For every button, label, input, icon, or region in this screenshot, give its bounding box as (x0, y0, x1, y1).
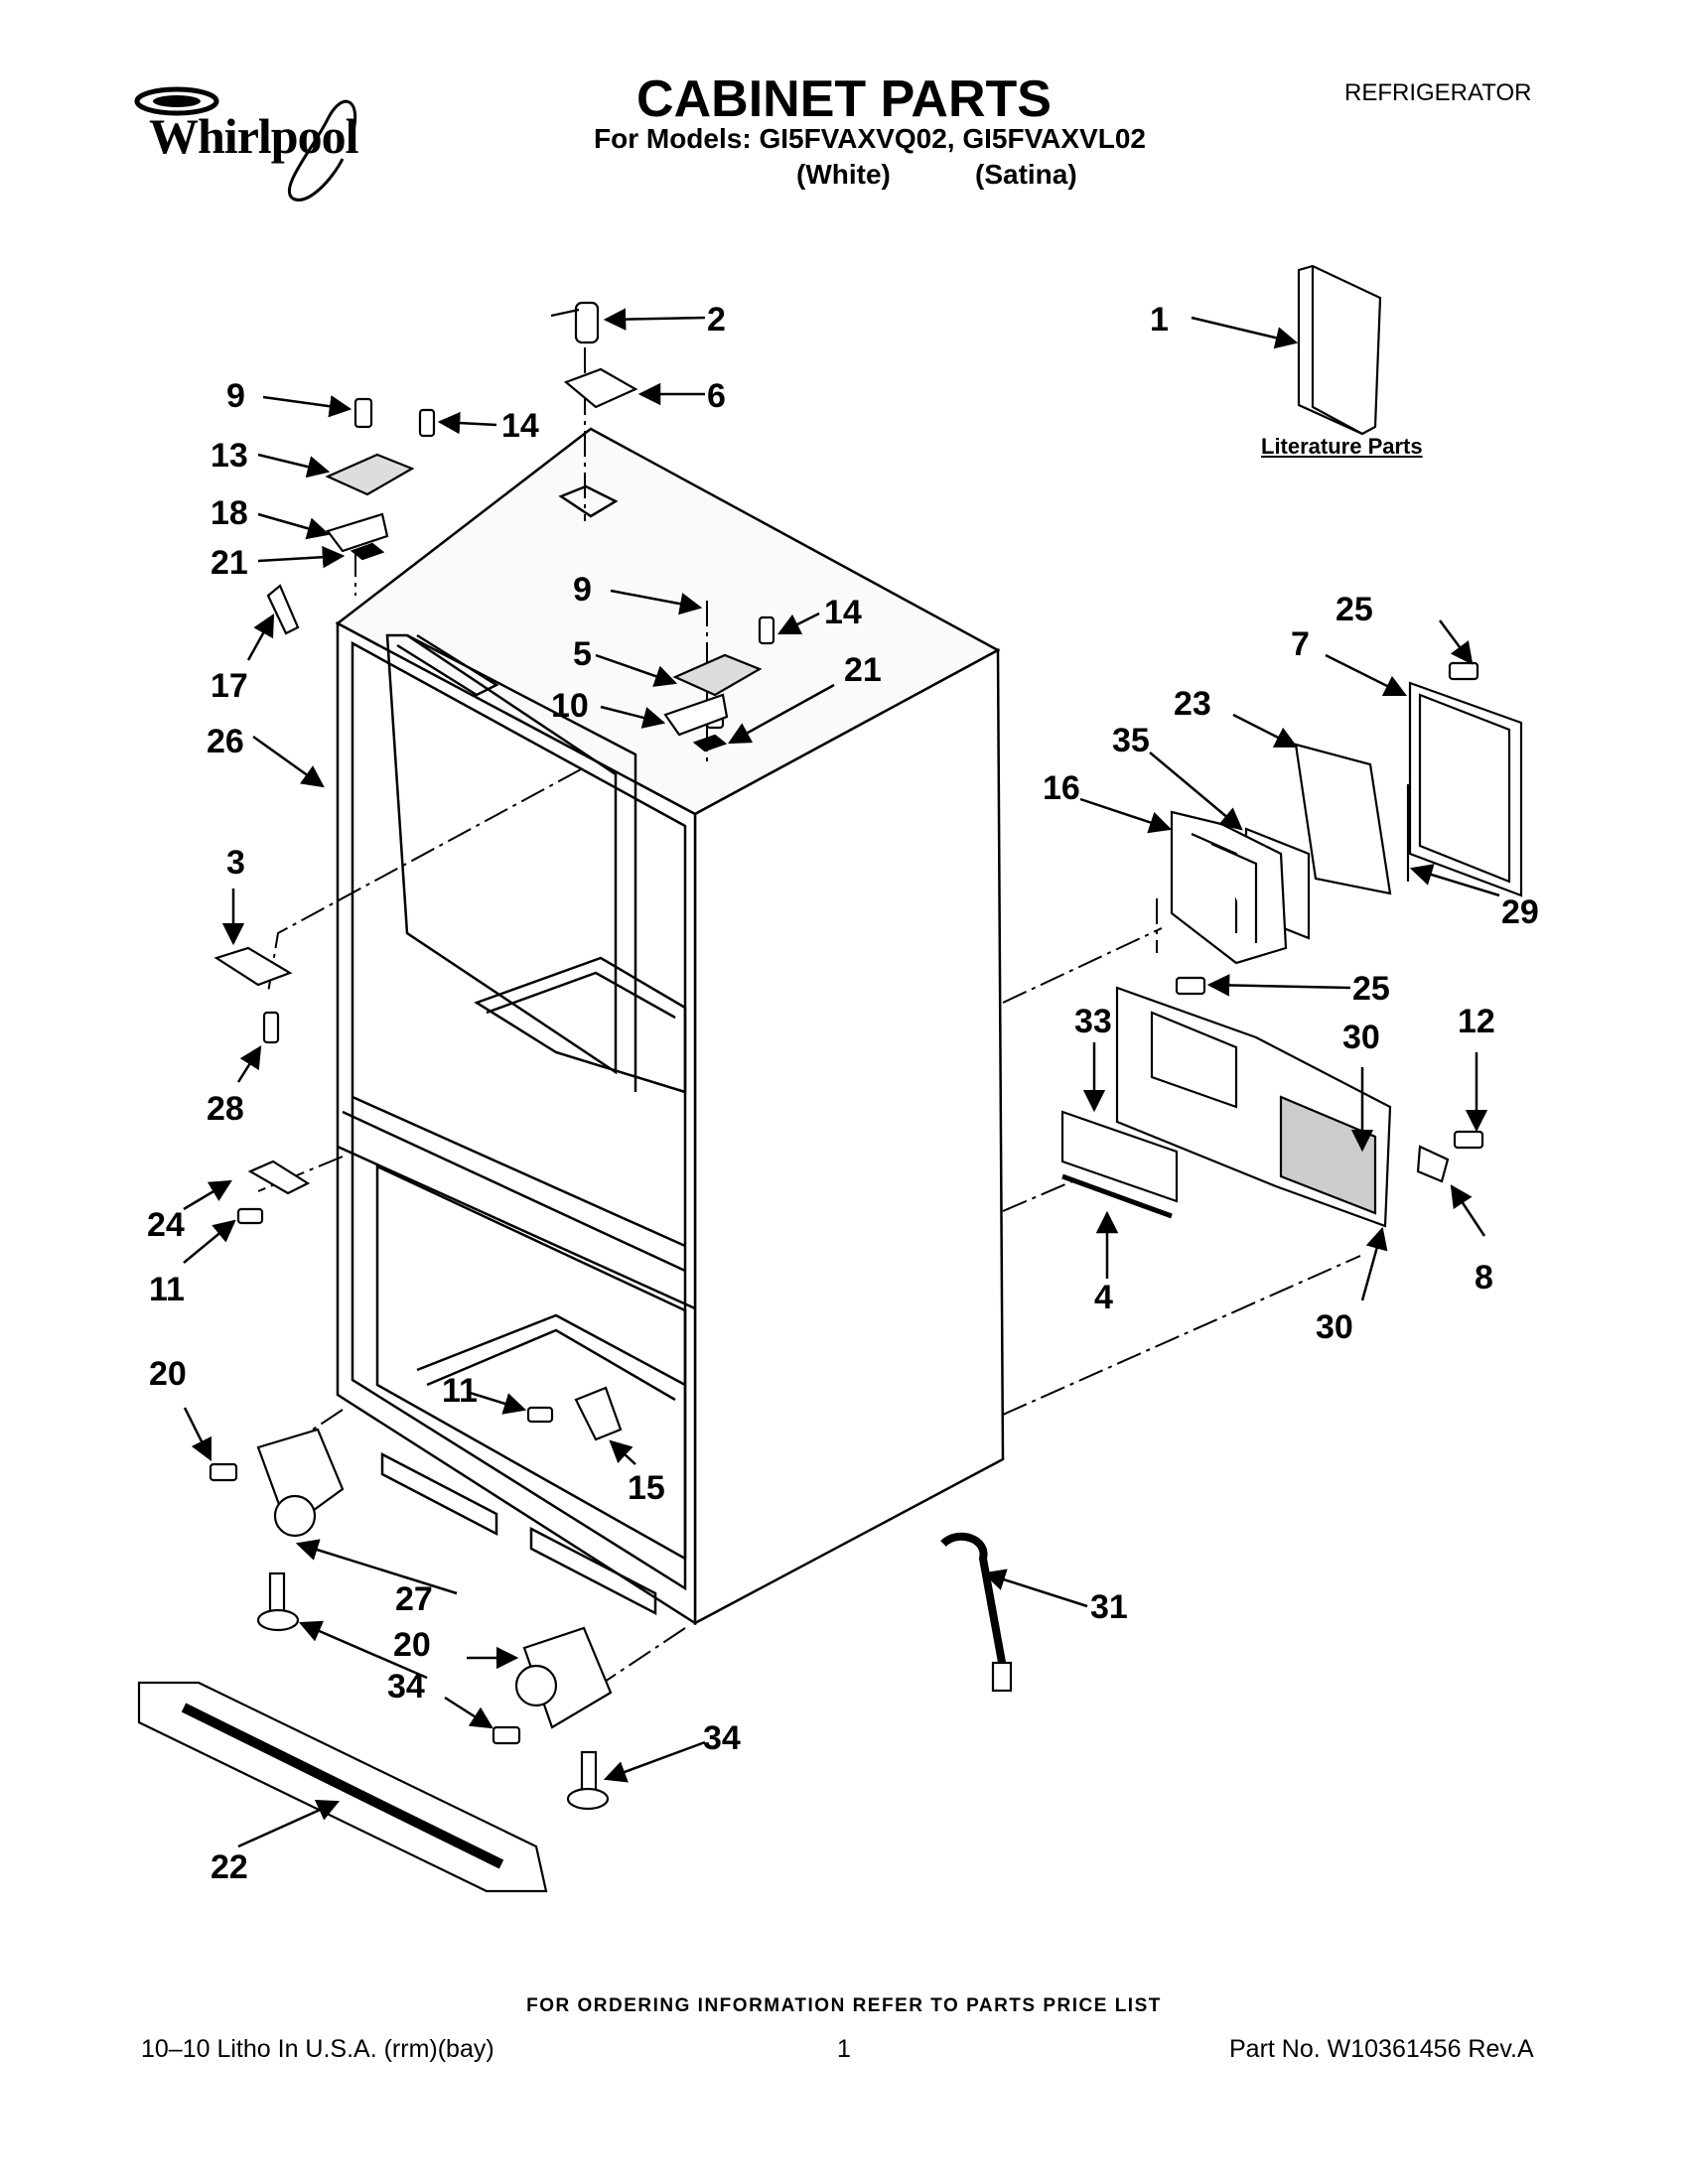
callout-11: 11 (149, 1271, 185, 1308)
category-label: REFRIGERATOR (1344, 79, 1532, 106)
callout-21b: 21 (844, 651, 882, 689)
callout-27: 27 (395, 1580, 433, 1618)
callout-11b: 11 (442, 1372, 478, 1410)
callout-20: 20 (149, 1355, 187, 1393)
callout-7: 7 (1291, 625, 1310, 663)
callout-2: 2 (707, 301, 726, 339)
callout-9b: 9 (573, 571, 592, 609)
callout-25b: 25 (1352, 970, 1390, 1008)
callout-9: 9 (226, 377, 245, 415)
callout-16: 16 (1043, 769, 1080, 807)
page-title: CABINET PARTS (636, 70, 1052, 128)
callout-8: 8 (1475, 1259, 1493, 1297)
callout-23: 23 (1174, 685, 1211, 723)
callout-14: 14 (501, 407, 539, 445)
callout-30b: 30 (1316, 1308, 1353, 1346)
callout-31: 31 (1090, 1588, 1128, 1626)
variant-satina: (Satina) (975, 159, 1077, 190)
callout-1: 1 (1150, 301, 1169, 339)
callout-34: 34 (387, 1668, 425, 1706)
callout-labels: 1 2 6 9 14 13 18 21 17 26 9 14 5 10 21 3… (147, 301, 1539, 1886)
callout-24: 24 (147, 1206, 185, 1244)
callout-3: 3 (226, 844, 245, 882)
callout-26: 26 (207, 723, 244, 760)
part-number: Part No. W10361456 Rev.A (1229, 2035, 1534, 2063)
page-number: 1 (837, 2035, 851, 2063)
callout-13: 13 (211, 437, 248, 475)
callout-22: 22 (211, 1848, 248, 1886)
brand-wordmark: Whirlpool (149, 108, 358, 164)
callout-10: 10 (551, 687, 589, 725)
variant-white: (White) (796, 159, 891, 190)
callout-34b: 34 (703, 1719, 741, 1757)
callout-29: 29 (1501, 893, 1539, 931)
models-line: For Models: GI5FVAXVQ02, GI5FVAXVL02 (594, 123, 1146, 154)
callout-6: 6 (707, 377, 726, 415)
callout-17: 17 (211, 667, 248, 705)
cabinet (335, 427, 1005, 1626)
callout-28: 28 (207, 1090, 244, 1128)
callout-21: 21 (211, 544, 248, 582)
callout-15: 15 (628, 1469, 665, 1507)
litho-info: 10–10 Litho In U.S.A. (rrm)(bay) (141, 2035, 494, 2063)
callout-33: 33 (1074, 1003, 1112, 1040)
callout-14b: 14 (824, 594, 862, 631)
callout-5: 5 (573, 635, 592, 673)
whirlpool-logo (134, 86, 357, 202)
callout-20b: 20 (393, 1626, 431, 1664)
callout-12: 12 (1458, 1003, 1495, 1040)
literature-parts-label: Literature Parts (1261, 434, 1423, 459)
callout-4: 4 (1094, 1279, 1113, 1316)
ordering-note: FOR ORDERING INFORMATION REFER TO PARTS … (526, 1995, 1162, 2016)
callout-30: 30 (1342, 1019, 1380, 1056)
callout-35: 35 (1112, 722, 1150, 759)
callout-18: 18 (211, 494, 248, 532)
callout-25: 25 (1336, 591, 1373, 628)
